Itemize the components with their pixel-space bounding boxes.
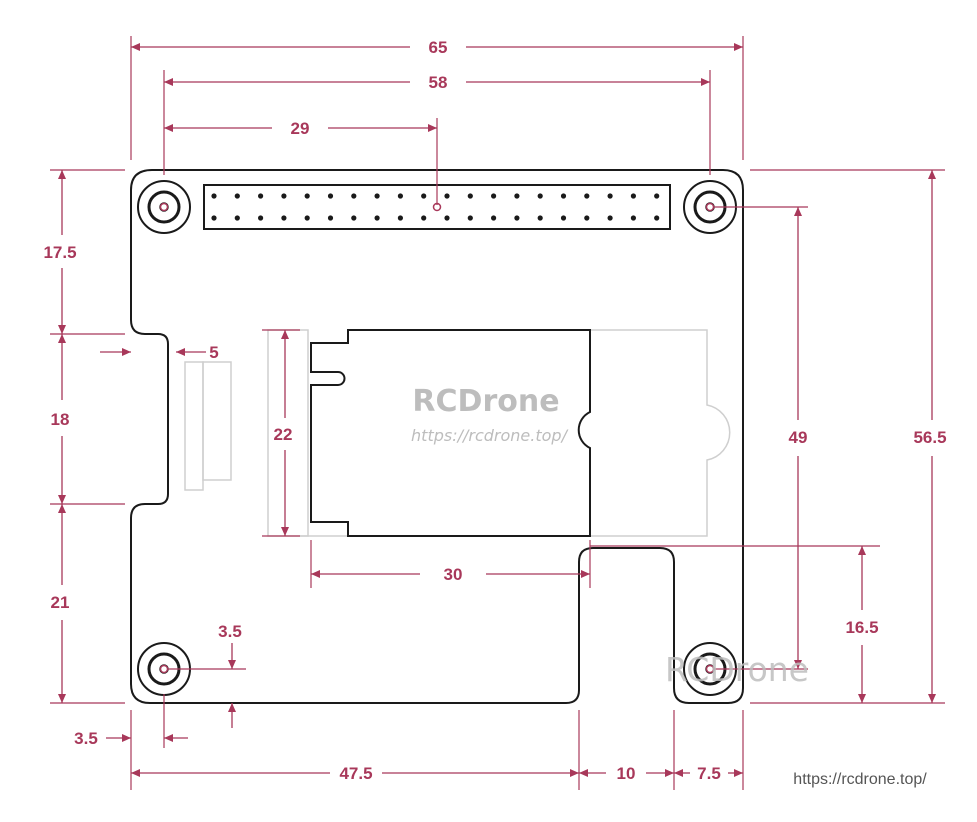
dim-hole-offset-x: 3.5 [74, 729, 98, 748]
dim-cutout-start: 47.5 [339, 764, 372, 783]
dimension-labels: 65 58 29 17.5 18 21 5 22 30 49 56.5 16.5… [43, 38, 946, 783]
ribbon-connector-body-ghost [202, 361, 232, 481]
gpio-pin [584, 215, 590, 221]
board-outline [130, 169, 744, 704]
watermarks: RCDrone https://rcdrone.top/ RCDrone htt… [411, 384, 927, 788]
dim-right-tab-width: 7.5 [697, 764, 721, 783]
gpio-pin [630, 215, 637, 221]
gpio-pin [630, 193, 637, 199]
dim-m2-length: 30 [444, 565, 463, 584]
gpio-pin [351, 215, 357, 221]
gpio-pin [281, 215, 287, 221]
dim-cutout-width: 10 [617, 764, 636, 783]
dim-m2-slot-height: 22 [274, 425, 293, 444]
gpio-pin [560, 215, 567, 221]
watermark-brand-lower: RCDrone [665, 650, 809, 689]
dim-overall-height: 56.5 [913, 428, 946, 447]
reference-dots [159, 202, 715, 674]
extension-lines [50, 36, 945, 790]
m2-long-card-ghost [300, 329, 731, 537]
gpio-pin [211, 215, 217, 221]
gpio-pin [234, 193, 240, 199]
gpio-pin [584, 193, 590, 199]
gpio-pin [607, 215, 613, 221]
gpio-pin [560, 193, 567, 199]
mounting-hole-top-left [137, 180, 191, 234]
gpio-pin [444, 193, 450, 199]
watermark-url: https://rcdrone.top/ [411, 426, 569, 445]
gpio-pin [491, 193, 497, 199]
gpio-pin [374, 215, 380, 221]
gpio-pin [327, 193, 334, 199]
dim-hole-edge-offset: 17.5 [43, 243, 76, 262]
gpio-pin [467, 215, 473, 221]
watermark-brand: RCDrone [412, 384, 559, 419]
gpio-pin [444, 215, 450, 221]
dim-slot-to-bottom-hole: 21 [51, 593, 70, 612]
dim-hole-spacing-width: 58 [429, 73, 448, 92]
gpio-pin [491, 215, 497, 221]
gpio-pin [654, 215, 660, 221]
m2-card [310, 329, 591, 537]
gpio-pin [351, 193, 357, 199]
gpio-pin [374, 193, 380, 199]
gpio-pin [421, 215, 427, 221]
gpio-pin [304, 193, 310, 199]
dim-overall-width: 65 [429, 38, 448, 57]
gpio-pin [514, 193, 520, 199]
gpio-pin [281, 193, 287, 199]
gpio-pin [258, 193, 264, 199]
gpio-pin [654, 193, 660, 199]
gpio-pin [304, 215, 310, 221]
gpio-pin [327, 215, 334, 221]
gpio-pin [258, 215, 264, 221]
dim-connector-width: 5 [209, 343, 218, 362]
gpio-pin [467, 193, 473, 199]
footer-url: https://rcdrone.top/ [793, 771, 927, 788]
gpio-pin [397, 215, 403, 221]
gpio-pin [421, 193, 427, 199]
gpio-pin [537, 193, 543, 199]
dim-slot-length: 18 [51, 410, 70, 429]
ribbon-connector-ghost [184, 361, 204, 491]
gpio-pin [537, 215, 543, 221]
gpio-pin [607, 193, 613, 199]
dimension-lines [58, 43, 936, 777]
dim-cutout-height: 16.5 [845, 618, 878, 637]
dim-header-center: 29 [291, 119, 310, 138]
gpio-pin [234, 215, 240, 221]
dim-hole-vertical-spacing: 49 [789, 428, 808, 447]
gpio-pin [514, 215, 520, 221]
dim-hole-offset-y: 3.5 [218, 622, 242, 641]
gpio-pin [397, 193, 403, 199]
gpio-pin [211, 193, 217, 199]
